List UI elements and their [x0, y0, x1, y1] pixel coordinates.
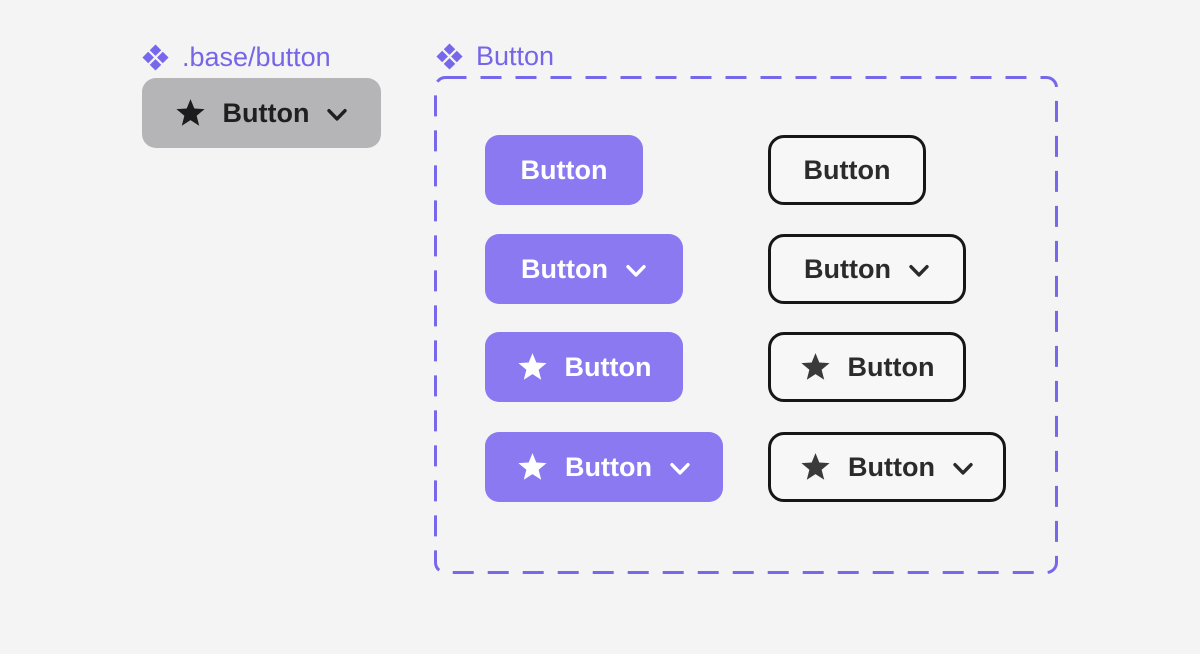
variant-button-label: Button: [565, 451, 652, 482]
star-icon: [800, 452, 831, 483]
star-icon: [175, 98, 206, 129]
base-button[interactable]: Button: [142, 78, 381, 148]
component-icon: [436, 42, 463, 70]
component-icon: [142, 43, 169, 71]
variant-button-label: Button: [803, 154, 891, 185]
variant-button-label: Button: [847, 351, 935, 382]
variant-button-label: Button: [521, 253, 608, 284]
variant-button-outline[interactable]: Button: [768, 135, 926, 205]
component-set-label[interactable]: Button: [436, 40, 554, 72]
variant-button-label: Button: [520, 154, 608, 185]
variant-button-primary-star[interactable]: Button: [485, 332, 683, 402]
component-set-name: Button: [476, 40, 555, 71]
chevron-down-icon: [669, 462, 691, 476]
chevron-down-icon: [625, 264, 647, 278]
variant-button-primary[interactable]: Button: [485, 135, 643, 205]
variant-button-label: Button: [848, 451, 935, 482]
variant-button-outline-dropdown[interactable]: Button: [768, 234, 966, 304]
variant-button-label: Button: [564, 351, 652, 382]
variant-button-primary-dropdown[interactable]: Button: [485, 234, 683, 304]
chevron-down-icon: [908, 264, 930, 278]
chevron-down-icon: [952, 462, 974, 476]
base-component-label[interactable]: .base/button: [142, 41, 331, 73]
variant-button-primary-star-dropdown[interactable]: Button: [485, 432, 723, 502]
base-component-name: .base/button: [182, 41, 331, 72]
variant-button-outline-star-dropdown[interactable]: Button: [768, 432, 1006, 502]
star-icon: [517, 352, 548, 383]
base-button-label: Button: [222, 97, 310, 128]
star-icon: [800, 352, 831, 383]
variant-button-outline-star[interactable]: Button: [768, 332, 966, 402]
variant-button-label: Button: [804, 253, 891, 284]
chevron-down-icon: [326, 108, 348, 122]
star-icon: [517, 452, 548, 483]
